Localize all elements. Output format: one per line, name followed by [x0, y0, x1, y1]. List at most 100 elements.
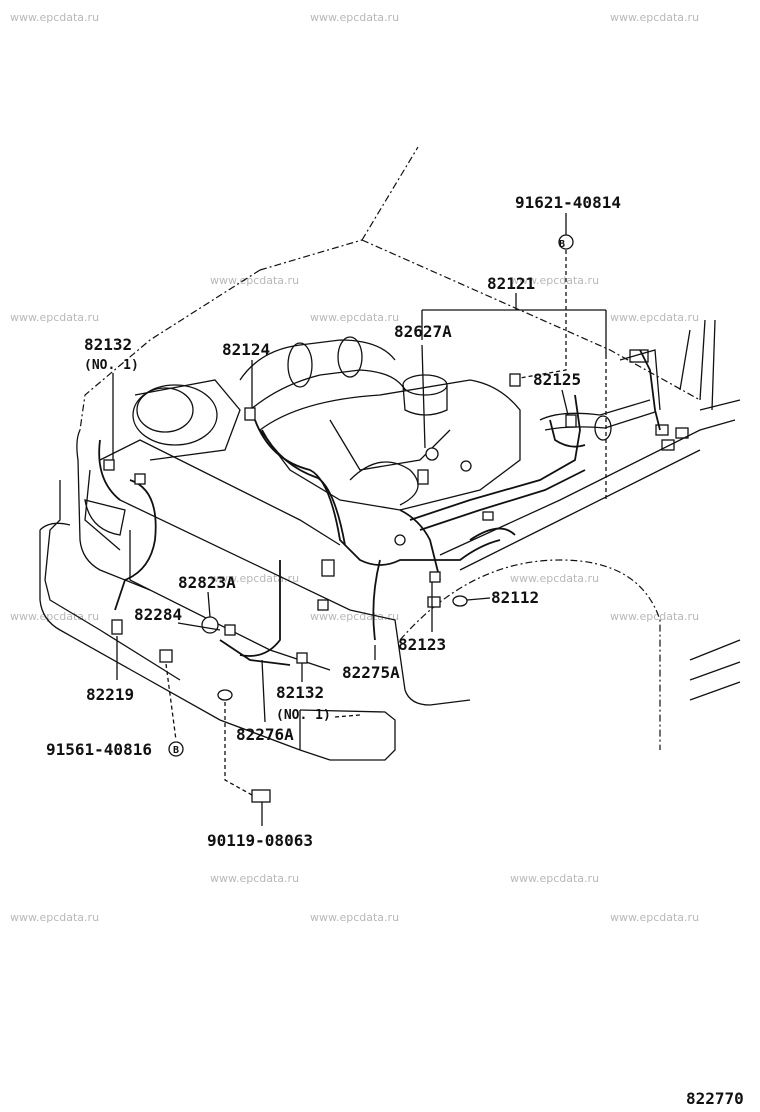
- label-82125: 82125: [533, 370, 581, 389]
- watermark: www.epcdata.ru: [10, 610, 99, 623]
- label-82276a: 82276A: [236, 725, 294, 744]
- connector: [460, 460, 472, 472]
- watermark: www.epcdata.ru: [310, 610, 399, 623]
- intake-pipe-top: [239, 339, 396, 381]
- label-82627a: 82627A: [394, 322, 452, 341]
- air-cleaner: [132, 384, 218, 446]
- label-91621-40814: 91621-40814: [515, 193, 621, 212]
- a-pillar-3: [711, 319, 716, 411]
- bumper-corner: [39, 522, 71, 531]
- watermark: www.epcdata.ru: [610, 311, 699, 324]
- label-82112: 82112: [491, 588, 539, 607]
- hood-rear-edge: [259, 239, 363, 271]
- connector: [509, 373, 521, 387]
- connectors: [103, 373, 577, 803]
- wire: [469, 527, 516, 541]
- wire: [114, 479, 157, 611]
- wire-harness: [98, 349, 661, 666]
- label-82284: 82284: [134, 605, 182, 624]
- engine-bay: [132, 336, 689, 511]
- intake-clamp: [337, 336, 363, 378]
- figure-code: 822770: [686, 1089, 744, 1108]
- leader-82823a: [207, 591, 211, 618]
- clamp-91561: [159, 649, 173, 663]
- bumper-lower: [39, 530, 331, 761]
- vehicle-body: [39, 146, 741, 761]
- watermark: www.epcdata.ru: [310, 11, 399, 24]
- leader-lines: [112, 213, 607, 826]
- label-91561-40816: 91561-40816: [46, 740, 152, 759]
- symbol-b-letter: B: [559, 239, 565, 250]
- fender-line: [459, 449, 701, 571]
- front-panel-mid: [129, 530, 331, 671]
- wire: [409, 394, 581, 521]
- grille-left: [76, 429, 151, 591]
- watermark: www.epcdata.ru: [510, 572, 599, 585]
- leader-82284: [177, 622, 221, 631]
- leader-no1-bot: [334, 714, 361, 718]
- connector-82124: [244, 407, 256, 421]
- watermark: www.epcdata.ru: [510, 872, 599, 885]
- wheel-arch: [399, 559, 661, 750]
- reservoir: [402, 384, 448, 416]
- leader-82627a: [421, 344, 426, 449]
- watermark-layer: www.epcdata.ru www.epcdata.ru www.epcdat…: [10, 11, 699, 924]
- a-pillar: [679, 329, 691, 391]
- leader-82125: [561, 389, 569, 416]
- body-side: [699, 399, 741, 411]
- symbol-b-91561: [168, 741, 184, 757]
- label-82124: 82124: [222, 340, 270, 359]
- connector-82219: [111, 619, 123, 635]
- relay: [655, 424, 669, 436]
- cable-bundle: [539, 399, 651, 421]
- wire: [219, 639, 291, 666]
- a-pillar-2: [699, 319, 706, 401]
- main-harness-2: [261, 429, 346, 546]
- symbol-b-91621: [558, 234, 574, 250]
- connector: [482, 511, 494, 521]
- watermark: www.epcdata.ru: [10, 11, 99, 24]
- horn-82823a: [201, 616, 219, 634]
- label-90119-08063: 90119-08063: [207, 831, 313, 850]
- connector: [394, 534, 406, 546]
- watermark: www.epcdata.ru: [610, 911, 699, 924]
- cowl-line: [361, 239, 701, 401]
- engine-detail: [349, 461, 419, 506]
- relay: [675, 427, 689, 439]
- watermark: www.epcdata.ru: [510, 274, 599, 287]
- air-cleaner-inner: [136, 387, 194, 433]
- label-82823a: 82823A: [178, 573, 236, 592]
- watermark: www.epcdata.ru: [10, 311, 99, 324]
- headlamp: [84, 499, 126, 536]
- bumper-right: [299, 709, 396, 761]
- connector: [594, 415, 612, 441]
- label-no1-bot: (NO. 1): [276, 708, 331, 723]
- headlamp-left: [84, 469, 121, 551]
- wire: [639, 349, 661, 431]
- watermark: www.epcdata.ru: [210, 274, 299, 287]
- wire: [98, 439, 121, 501]
- connector: [417, 469, 429, 485]
- connector-82627a: [425, 447, 439, 461]
- label-82219: 82219: [86, 685, 134, 704]
- label-82121: 82121: [487, 274, 535, 293]
- watermark: www.epcdata.ru: [310, 911, 399, 924]
- label-82123: 82123: [398, 635, 446, 654]
- connector: [452, 595, 468, 607]
- bolt-90119: [251, 789, 271, 803]
- connector: [321, 559, 335, 577]
- front-panel-top: [119, 499, 396, 621]
- engine-detail: [329, 419, 451, 471]
- front-panel-left: [44, 480, 181, 681]
- watermark: www.epcdata.ru: [10, 911, 99, 924]
- connector: [317, 599, 329, 611]
- leader-90119: [224, 702, 253, 796]
- leader-91621: [519, 250, 567, 379]
- windshield-edge: [361, 146, 419, 241]
- part-labels: 91621-40814 B 82121 82627A 82125 82124 8…: [46, 193, 744, 1108]
- door-line-2: [689, 661, 741, 681]
- wire: [419, 469, 586, 531]
- air-cleaner-body: [134, 379, 241, 461]
- connector: [134, 473, 146, 485]
